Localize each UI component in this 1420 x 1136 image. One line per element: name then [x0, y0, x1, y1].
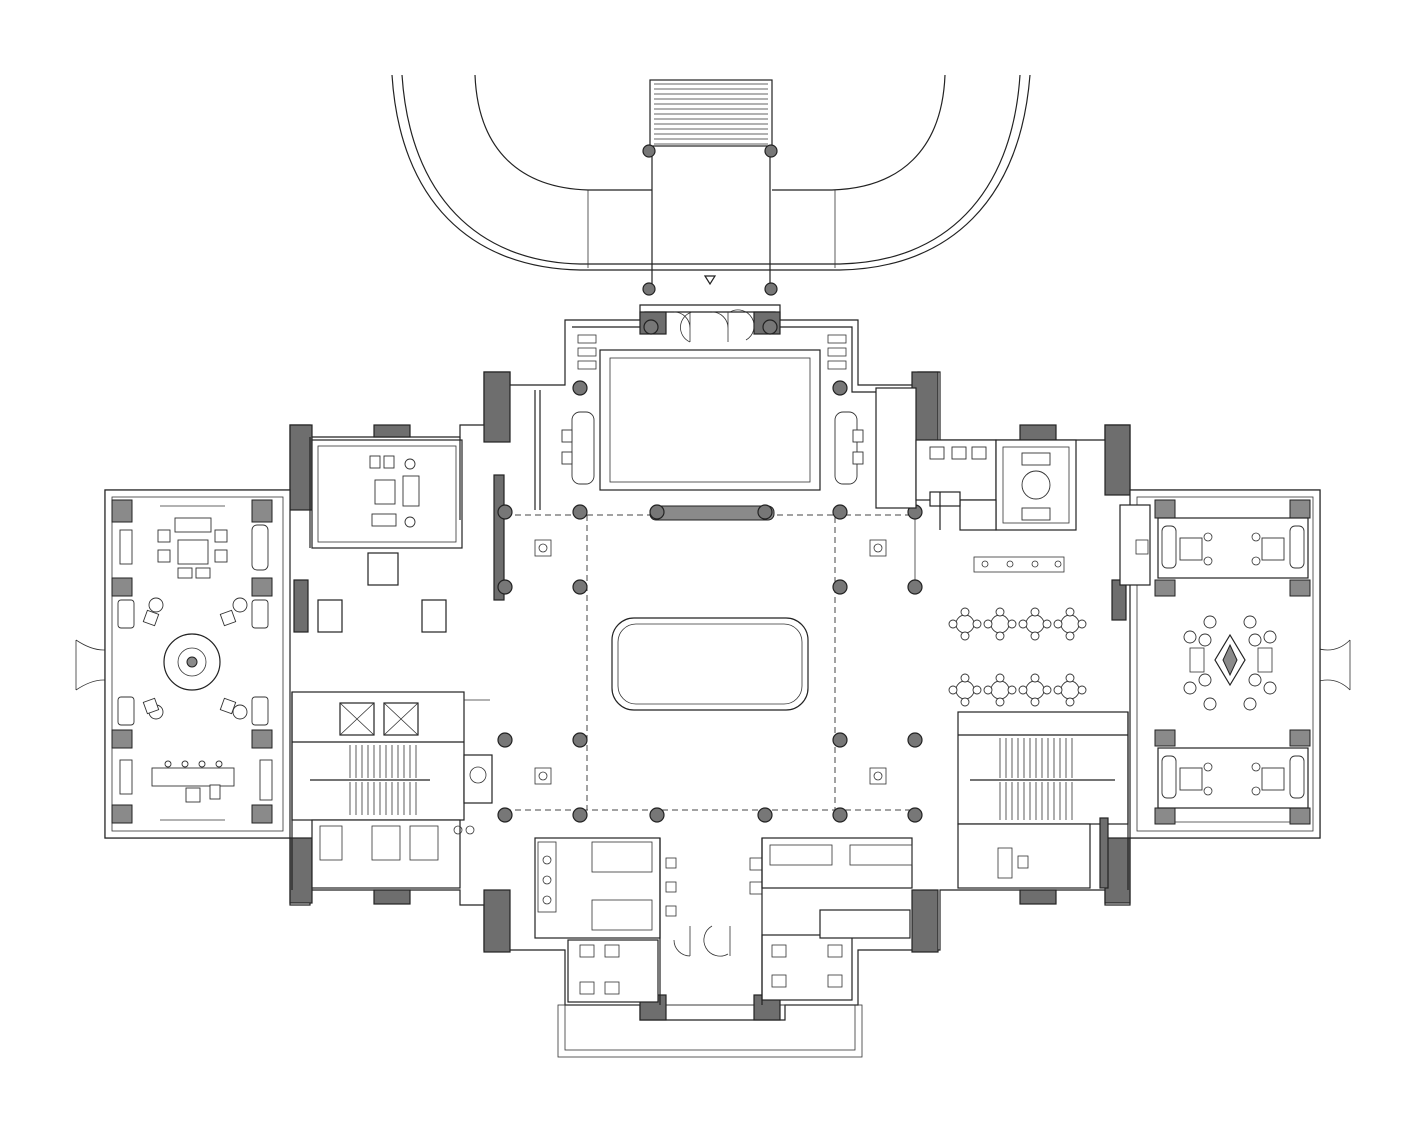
cafe-table [1018, 607, 1052, 641]
atrium-lobby [505, 349, 916, 811]
column [572, 807, 588, 823]
dining-chair [1243, 697, 1257, 711]
column [757, 504, 773, 520]
column [907, 732, 923, 748]
cafe-table [1053, 607, 1087, 641]
dining-chair [1203, 697, 1217, 711]
dining-chair [1248, 673, 1262, 687]
columns [497, 319, 923, 823]
dining-chair [1263, 630, 1277, 644]
dining-chair [1183, 681, 1197, 695]
cafe-table [983, 673, 1017, 707]
column [497, 579, 513, 595]
column [907, 807, 923, 823]
partitions [291, 390, 1129, 1005]
dining-chair [1183, 630, 1197, 644]
dining-chair [1248, 633, 1262, 647]
column [497, 732, 513, 748]
dining-chair [1263, 681, 1277, 695]
dining-chair [1243, 615, 1257, 629]
entrance-stair [642, 79, 778, 296]
column [832, 504, 848, 520]
central-wc-block [534, 837, 677, 1003]
entrance-canopy-drive [391, 74, 1031, 271]
column [572, 579, 588, 595]
cafe-table [983, 607, 1017, 641]
left-core [291, 691, 493, 889]
dining-chair [1198, 673, 1212, 687]
dining-chair [1198, 633, 1212, 647]
cafe-table [948, 607, 982, 641]
column [762, 319, 778, 335]
cafe-tables [948, 607, 1087, 707]
column [572, 504, 588, 520]
column [832, 807, 848, 823]
column [907, 579, 923, 595]
column [572, 732, 588, 748]
right-upper-rooms [875, 387, 1077, 573]
column [572, 380, 588, 396]
left-meeting-room [311, 439, 463, 633]
wall-piers [289, 311, 1131, 1021]
column [643, 319, 659, 335]
column [832, 579, 848, 595]
column [649, 807, 665, 823]
right-offices [749, 837, 913, 1001]
column [649, 504, 665, 520]
cafe-table [948, 673, 982, 707]
column [832, 732, 848, 748]
dining-chair [1203, 615, 1217, 629]
cafe-table [1018, 673, 1052, 707]
left-lounge [104, 489, 291, 839]
column [832, 380, 848, 396]
column [757, 807, 773, 823]
cafe-table [1053, 673, 1087, 707]
column-markers [534, 539, 887, 785]
entrance-doors [75, 309, 1351, 957]
right-core [957, 711, 1129, 889]
column [497, 807, 513, 823]
column [497, 504, 513, 520]
dining-chairs [1183, 615, 1277, 711]
right-dining [1119, 489, 1321, 839]
lobby-sofas [561, 334, 864, 485]
